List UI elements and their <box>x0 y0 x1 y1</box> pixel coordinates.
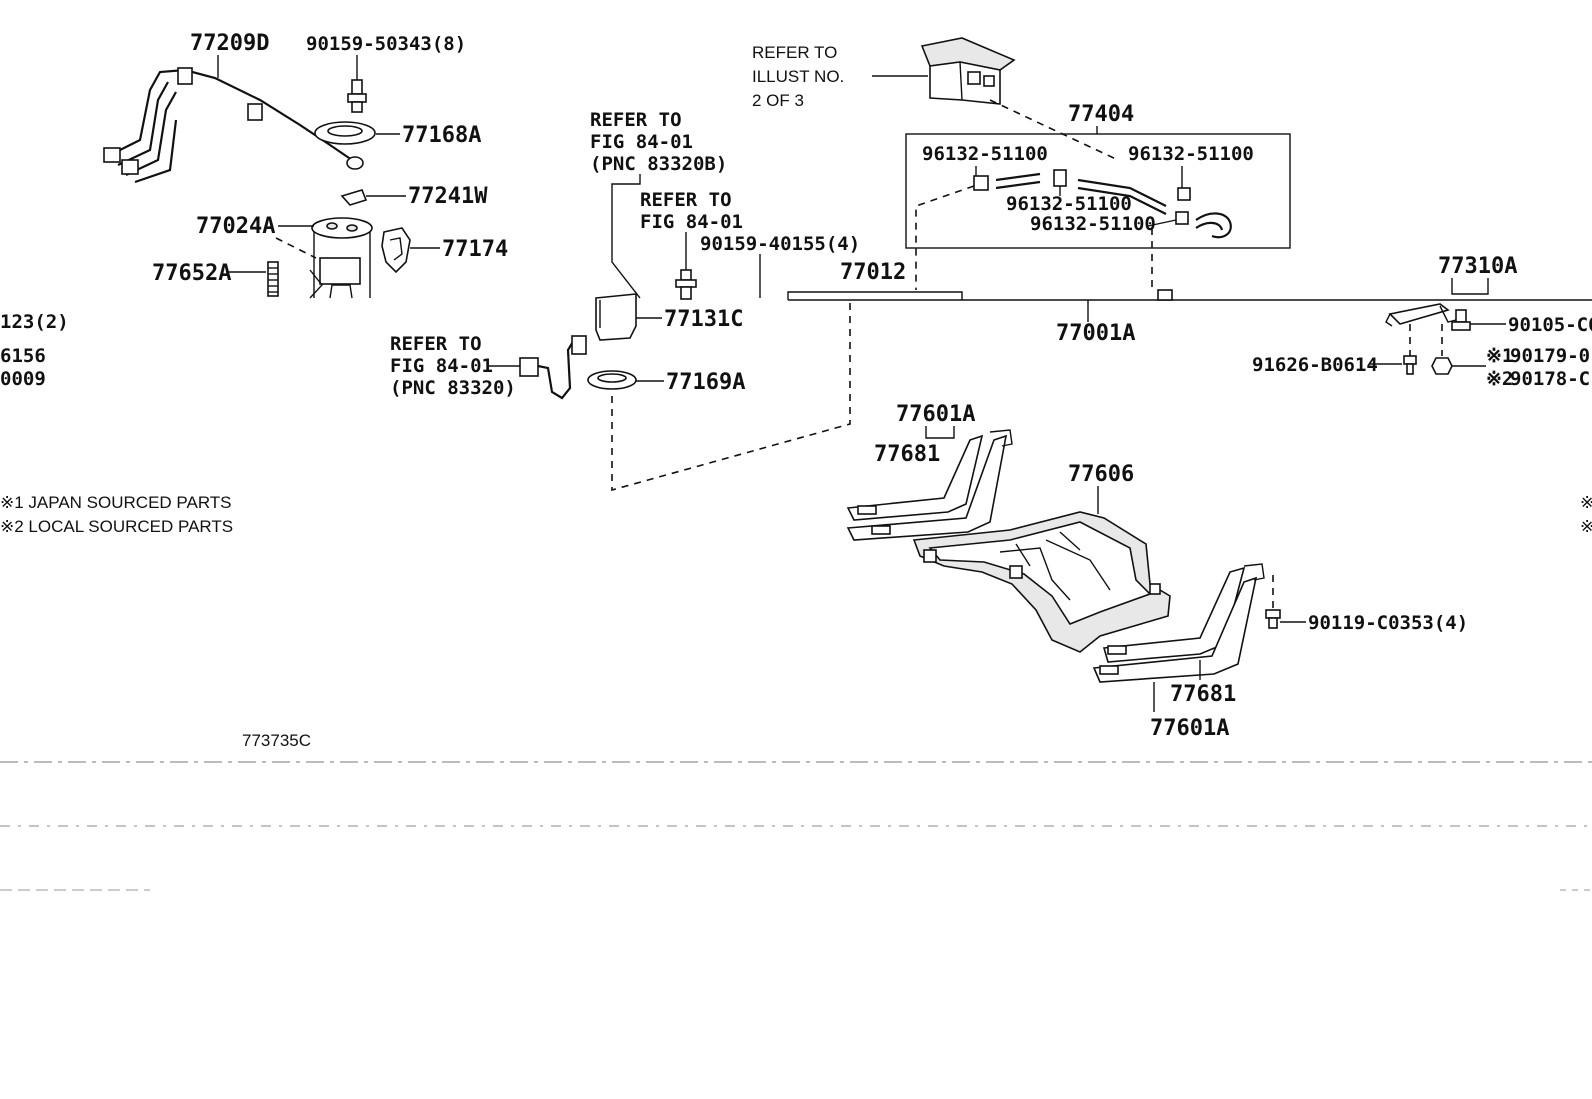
tank-band-top <box>846 429 1013 541</box>
refer-2-line-1: REFER TO <box>640 189 732 211</box>
bracket-77310A <box>1385 303 1457 327</box>
label-left-123: 123(2) <box>0 311 69 333</box>
right-edge-mark-1: ※ <box>1580 493 1592 512</box>
refer-2-line-2: FIG 84-01 <box>640 211 743 233</box>
charcoal-canister <box>920 37 1016 105</box>
vent-hoses <box>973 169 1232 239</box>
label-77404: 77404 <box>1068 102 1134 127</box>
label-77652A: 77652A <box>152 261 231 286</box>
figure-code: 773735C <box>242 731 311 750</box>
bolt-90119 <box>1265 574 1281 629</box>
label-77681-top: 77681 <box>874 442 940 467</box>
refer-4-line-2: ILLUST NO. <box>752 67 844 86</box>
label-96132-c: 96132-51100 <box>1006 193 1132 215</box>
refer-4-line-3: 2 OF 3 <box>752 91 804 110</box>
tank-protector-77606 <box>912 511 1171 653</box>
right-edge-mark-2: ※ <box>1580 517 1592 536</box>
label-77168A: 77168A <box>402 123 481 148</box>
label-left-0009: 0009 <box>0 368 46 390</box>
label-77209D: 77209D <box>190 31 269 56</box>
label-96132-d: 96132-51100 <box>1030 213 1156 235</box>
bolt-90159-50343 <box>347 55 367 113</box>
note-japan-sourced: ※1 JAPAN SOURCED PARTS <box>0 493 232 512</box>
hose-kit-77404-box <box>905 133 1291 249</box>
label-77012: 77012 <box>840 260 906 285</box>
label-96132-b: 96132-51100 <box>1128 143 1254 165</box>
label-77001A: 77001A <box>1056 321 1135 346</box>
label-77601A-bottom: 77601A <box>1150 716 1229 741</box>
label-90159-50343: 90159-50343(8) <box>306 33 466 55</box>
label-90179: 90179-0 <box>1510 345 1590 367</box>
label-91626: 91626-B0614 <box>1252 354 1378 376</box>
label-90105: 90105-C0 <box>1508 314 1592 336</box>
note-local-sourced: ※2 LOCAL SOURCED PARTS <box>0 517 233 536</box>
tank-band-bottom <box>1092 563 1265 683</box>
label-77169A: 77169A <box>666 370 745 395</box>
cover-77131C <box>595 293 637 341</box>
label-77174: 77174 <box>442 237 508 262</box>
spring-77652A <box>267 261 279 297</box>
label-77131C: 77131C <box>664 307 743 332</box>
label-77241W: 77241W <box>408 184 488 209</box>
label-90159-40155: 90159-40155(4) <box>700 233 860 255</box>
refer-3-line-1: REFER TO <box>390 333 482 355</box>
mark-japan: ※1 <box>1486 345 1513 367</box>
refer-3-line-3: (PNC 83320) <box>390 377 516 399</box>
label-90119: 90119-C0353(4) <box>1308 612 1468 634</box>
label-77024A: 77024A <box>196 214 275 239</box>
clip-77241W <box>340 189 368 206</box>
mark-local: ※2 <box>1486 368 1513 390</box>
refer-1-line-3: (PNC 83320B) <box>590 153 727 175</box>
label-77606: 77606 <box>1068 462 1134 487</box>
label-90178: 90178-C <box>1510 368 1590 390</box>
refer-1-line-2: FIG 84-01 <box>590 131 693 153</box>
label-77310A: 77310A <box>1438 254 1517 279</box>
bolt-77131C-top <box>675 269 697 300</box>
nut-90179 <box>1431 357 1453 375</box>
gasket-77168A <box>314 121 376 145</box>
label-77681-bottom: 77681 <box>1170 682 1236 707</box>
refer-4-line-1: REFER TO <box>752 43 837 62</box>
label-96132-a: 96132-51100 <box>922 143 1048 165</box>
bolt-91626 <box>1403 355 1417 375</box>
label-left-6156: 6156 <box>0 345 46 367</box>
sender-gauge <box>519 335 587 400</box>
pump-module-77024A <box>309 217 373 299</box>
gasket-77169A <box>587 370 637 390</box>
label-77601A-top: 77601A <box>896 402 975 427</box>
refer-1-line-1: REFER TO <box>590 109 682 131</box>
bolt-90105 <box>1451 309 1471 331</box>
refer-3-line-2: FIG 84-01 <box>390 355 493 377</box>
bracket-77174 <box>381 227 411 274</box>
